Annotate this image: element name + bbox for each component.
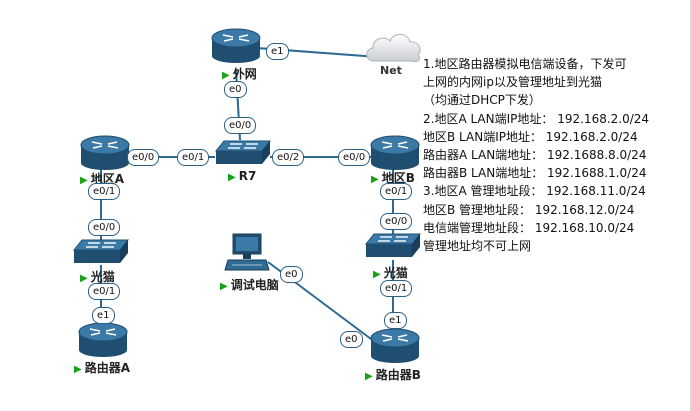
router-icon xyxy=(80,135,130,170)
pc-icon xyxy=(224,233,270,271)
label-triangle-icon: ▶ xyxy=(74,364,82,375)
cloud-icon xyxy=(366,33,421,63)
external-router-label: ▶外网 xyxy=(222,67,257,81)
label-triangle-icon: ▶ xyxy=(220,281,228,292)
router-a[interactable] xyxy=(78,322,128,358)
debug-pc[interactable] xyxy=(224,232,270,274)
note-line: 2.地区A LAN端IP地址： 192.168.2.0/24 xyxy=(423,111,650,126)
net-cloud-label: Net xyxy=(380,64,402,77)
note-line: 地区B 管理地址段： 192.168.12.0/24 xyxy=(423,202,635,217)
note-line: 上网的内网ip以及管理地址到光猫 xyxy=(423,75,602,90)
port-modem-b-e0-1: e0/1 xyxy=(380,280,413,297)
router-icon xyxy=(370,135,420,170)
port-modem-a-e0-0: e0/0 xyxy=(88,219,121,236)
router-icon xyxy=(370,328,420,363)
label-triangle-icon: ▶ xyxy=(371,174,379,185)
link-external-net xyxy=(242,46,379,58)
external-router[interactable] xyxy=(211,28,261,64)
port-pc-e0: e0 xyxy=(280,266,303,283)
modem-a-label: ▶光猫 xyxy=(80,270,115,284)
label-triangle-icon: ▶ xyxy=(80,175,88,186)
note-line: 电信端管理地址段： 192.168.10.0/24 xyxy=(423,220,635,235)
router-a-label: ▶路由器A xyxy=(74,361,130,375)
label-triangle-icon: ▶ xyxy=(222,70,230,81)
r7-label: ▶R7 xyxy=(228,169,257,183)
region-a-router[interactable] xyxy=(80,135,130,171)
router-icon xyxy=(78,322,128,357)
label-triangle-icon: ▶ xyxy=(228,172,236,183)
port-r7-e0-0: e0/0 xyxy=(224,117,257,134)
router-b[interactable] xyxy=(370,328,420,364)
region-b-router[interactable] xyxy=(370,135,420,171)
switch-icon xyxy=(72,239,130,263)
router-b-label: ▶路由器B xyxy=(365,368,421,382)
port-r7-e0-2: e0/2 xyxy=(272,149,305,166)
network-notes: 1.地区路由器模拟电信端设备，下发可 上网的内网ip以及管理地址到光猫 （均通过… xyxy=(423,55,688,255)
port-r7-e0-1: e0/1 xyxy=(177,149,210,166)
note-line: 地区B LAN端IP地址： 192.168.2.0/24 xyxy=(423,129,638,144)
note-line: 路由器A LAN端地址： 192.1688.8.0/24 xyxy=(423,148,647,163)
port-region-a-e0-1: e0/1 xyxy=(88,183,121,200)
port-region-a-e0-0: e0/0 xyxy=(127,149,160,166)
modem-a-switch[interactable] xyxy=(72,238,130,266)
modem-b-label: ▶光猫 xyxy=(373,266,408,280)
label-triangle-icon: ▶ xyxy=(365,371,373,382)
modem-b-switch[interactable] xyxy=(364,232,422,260)
net-cloud[interactable] xyxy=(362,27,424,67)
note-line: 管理地址均不可上网 xyxy=(423,239,532,254)
port-router-b-e0: e0 xyxy=(340,331,363,348)
region-b-label: ▶地区B xyxy=(371,171,415,185)
debug-pc-label: ▶调试电脑 xyxy=(220,278,279,292)
switch-icon xyxy=(214,140,272,164)
port-external-e1: e1 xyxy=(266,43,289,60)
switch-icon xyxy=(364,233,422,257)
note-line: （均通过DHCP下发） xyxy=(423,93,541,108)
port-modem-a-e0-1: e0/1 xyxy=(88,283,121,300)
r7-switch[interactable] xyxy=(214,139,272,167)
note-line: 3.地区A 管理地址段： 192.168.11.0/24 xyxy=(423,184,646,199)
label-triangle-icon: ▶ xyxy=(80,273,88,284)
note-line: 1.地区路由器模拟电信端设备，下发可 xyxy=(423,57,627,71)
port-region-b-e0-1: e0/1 xyxy=(380,183,413,200)
note-line: 路由器B LAN端地址： 192.1688.1.0/24 xyxy=(423,166,647,181)
region-a-label: ▶地区A xyxy=(80,172,124,186)
port-router-b-e1: e1 xyxy=(384,312,407,329)
port-router-a-e1: e1 xyxy=(92,307,115,324)
port-external-e0: e0 xyxy=(224,81,247,98)
router-icon xyxy=(211,28,261,63)
label-triangle-icon: ▶ xyxy=(373,269,381,280)
port-region-b-e0-0: e0/0 xyxy=(338,149,371,166)
port-modem-b-e0-0: e0/0 xyxy=(380,213,413,230)
